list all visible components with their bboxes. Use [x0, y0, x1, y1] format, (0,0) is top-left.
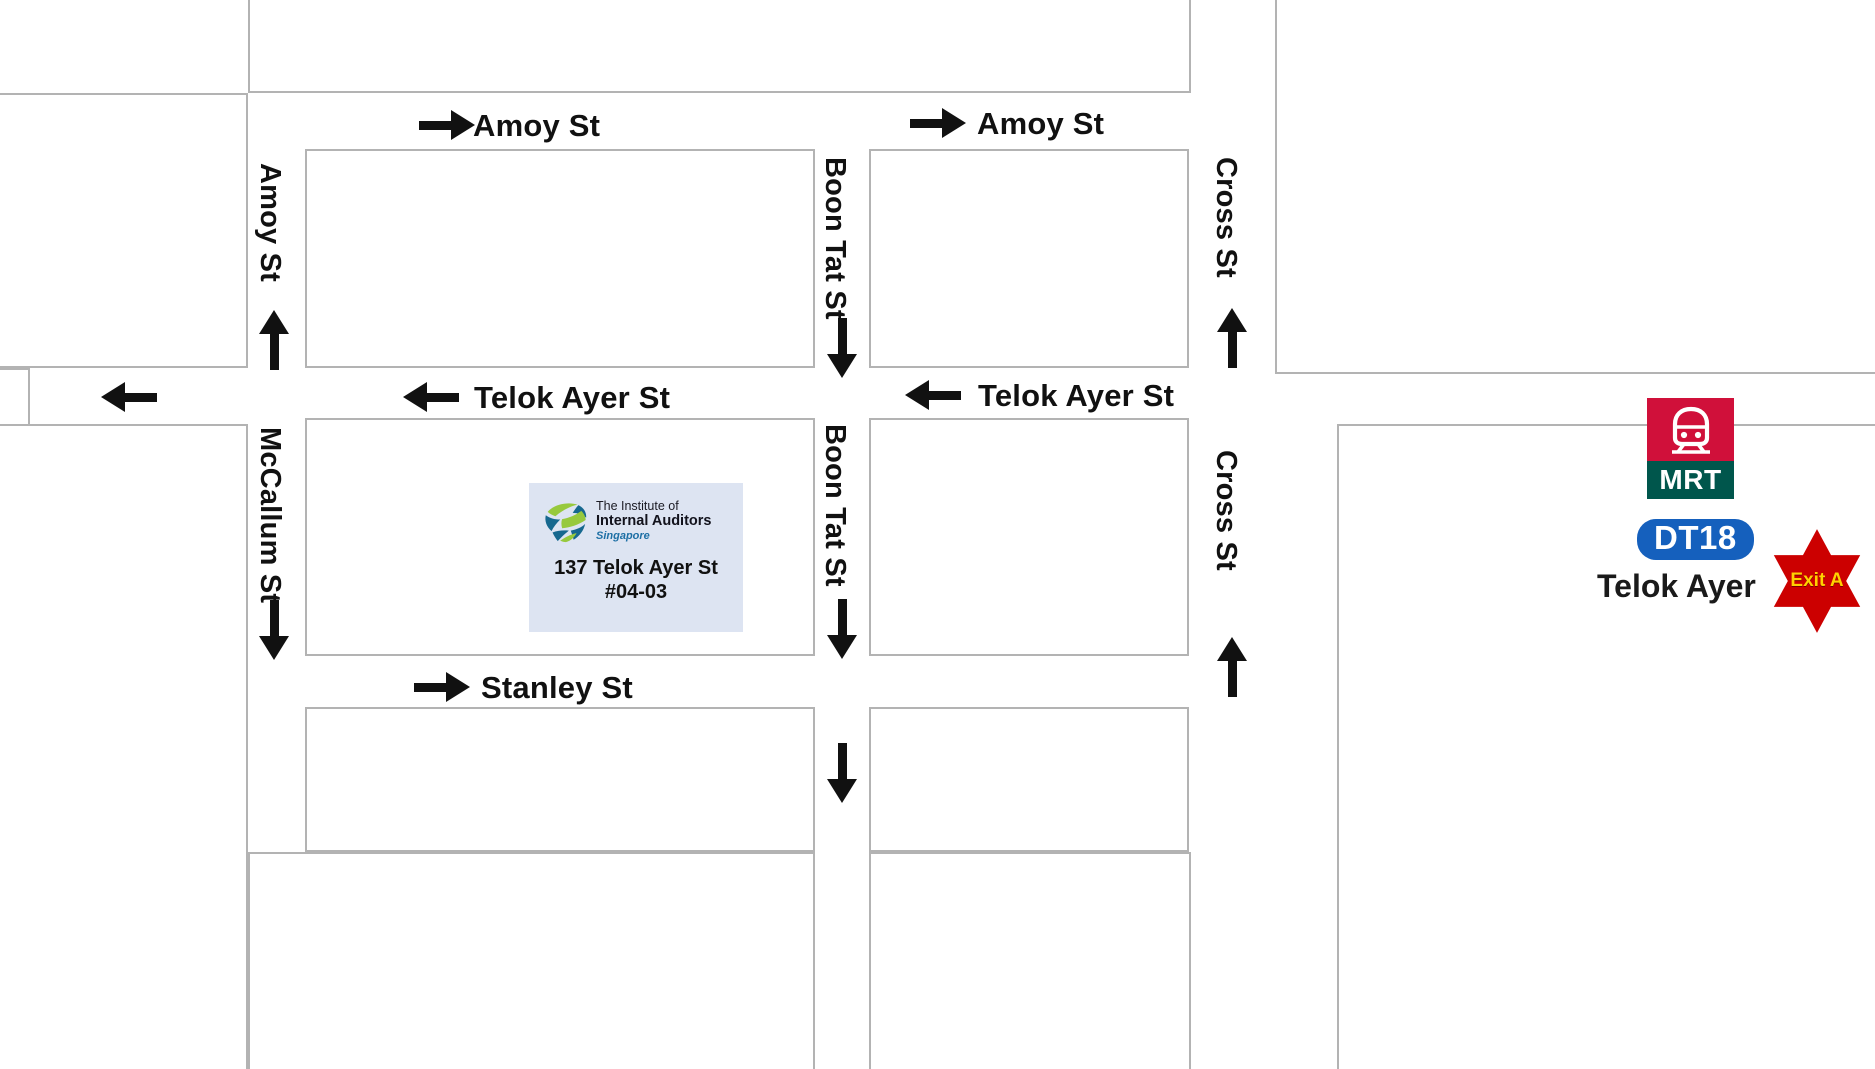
amoy-st-vertical-arrow-icon: [259, 310, 289, 370]
iia-globe-icon: [545, 503, 587, 543]
telok-ayer-st-west-label: Telok Ayer St: [474, 380, 671, 415]
station-exit-marker[interactable]: Exit A: [1763, 527, 1871, 635]
telok-ayer-west-arrow-icon: [401, 382, 459, 412]
iia-line-3: Singapore: [596, 530, 650, 543]
destination-address: 137 Telok Ayer St #04-03: [529, 557, 743, 604]
telok-ayer-st-east-label: Telok Ayer St: [978, 378, 1175, 413]
exit-label: Exit A: [1790, 570, 1844, 591]
city-block-south-strip-east: [869, 852, 1191, 1069]
telok-ayer-east-arrow-icon: [903, 380, 961, 410]
boon-tat-st-south-label: Boon Tat St: [819, 424, 851, 587]
iia-line-2: Internal Auditors: [596, 513, 712, 530]
boon-tat-st-south-arrow-icon: [827, 599, 857, 659]
train-icon: [1671, 406, 1710, 454]
city-block-center-east: [869, 418, 1189, 656]
telok-ayer-west-stub-arrow-icon: [99, 382, 157, 412]
amoy-st-east-label: Amoy St: [977, 106, 1105, 141]
city-block-far-west-stub-edge: [0, 368, 30, 426]
amoy-st-west-arrow-icon: [419, 110, 477, 140]
mrt-mode-label-panel: MRT: [1647, 461, 1734, 499]
city-block-southwest: [305, 707, 815, 852]
iia-logo-text: The Institute of Internal Auditors Singa…: [596, 499, 711, 543]
address-line-1: 137 Telok Ayer St: [554, 557, 718, 579]
stanley-st-arrow-icon: [414, 672, 472, 702]
cross-st-south-arrow-icon: [1217, 637, 1247, 697]
city-block-far-southeast: [1337, 424, 1875, 1069]
boon-tat-far-south-arrow-icon: [827, 743, 857, 803]
city-block-far-west-south: [0, 424, 248, 1069]
stanley-st-label: Stanley St: [481, 670, 633, 705]
iia-line-1: The Institute of: [596, 499, 679, 514]
six-point-star-icon: [1773, 529, 1861, 633]
mccallum-st-label: McCallum St: [254, 427, 286, 604]
city-block-northwest: [305, 149, 815, 368]
destination-panel[interactable]: The Institute of Internal Auditors Singa…: [529, 483, 743, 632]
city-block-far-northeast: [1275, 0, 1875, 374]
city-block-southeast: [869, 707, 1189, 852]
mrt-mode-label: MRT: [1659, 464, 1722, 495]
mrt-station-marker[interactable]: MRT: [1647, 398, 1734, 499]
city-block-far-northwest: [0, 93, 248, 368]
city-block-northeast: [869, 149, 1189, 368]
cross-st-south-label: Cross St: [1210, 450, 1242, 571]
iia-logo: The Institute of Internal Auditors Singa…: [529, 483, 743, 545]
city-block-north-strip: [248, 0, 1191, 93]
station-name-label: Telok Ayer: [1597, 568, 1756, 604]
city-block-south-strip-west: [248, 852, 815, 1069]
boon-tat-st-north-label: Boon Tat St: [819, 157, 851, 320]
cross-st-north-label: Cross St: [1210, 157, 1242, 278]
line-code-badge[interactable]: DT18: [1637, 519, 1754, 561]
amoy-st-west-label: Amoy St: [473, 108, 601, 143]
amoy-st-east-arrow-icon: [910, 108, 968, 138]
boon-tat-st-north-arrow-icon: [827, 318, 857, 378]
mrt-train-panel: [1647, 398, 1734, 461]
amoy-st-vertical-label: Amoy St: [254, 163, 286, 283]
cross-st-north-arrow-icon: [1217, 308, 1247, 368]
mccallum-st-arrow-icon: [259, 600, 289, 660]
address-line-2: #04-03: [604, 580, 668, 603]
